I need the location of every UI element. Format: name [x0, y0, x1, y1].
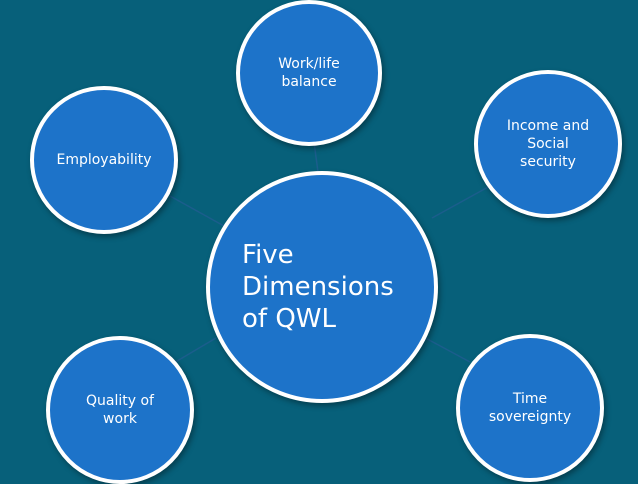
node-center-five-dimensions: Five Dimensions of QWL — [206, 171, 438, 403]
node-label: Quality of work — [86, 393, 154, 427]
node-quality-of-work: Quality of work — [46, 336, 194, 484]
connector-quality-of-work — [171, 337, 217, 365]
node-label: Time sovereignty — [488, 391, 572, 425]
center-label: Five Dimensions of QWL — [242, 240, 394, 334]
connector-time-sovereignty — [417, 333, 471, 363]
node-employability: Employability — [30, 86, 178, 234]
node-label: Income and Social security — [506, 118, 590, 170]
node-time-sovereignty: Time sovereignty — [456, 334, 604, 482]
node-work-life-balance: Work/life balance — [236, 0, 382, 146]
connector-work-life-balance — [313, 141, 319, 173]
node-income-social-security: Income and Social security — [474, 70, 622, 218]
node-label: Work/life balance — [278, 56, 340, 90]
connector-income-social-security — [431, 185, 491, 219]
connector-employability — [169, 195, 225, 227]
node-label: Employability — [56, 152, 152, 168]
